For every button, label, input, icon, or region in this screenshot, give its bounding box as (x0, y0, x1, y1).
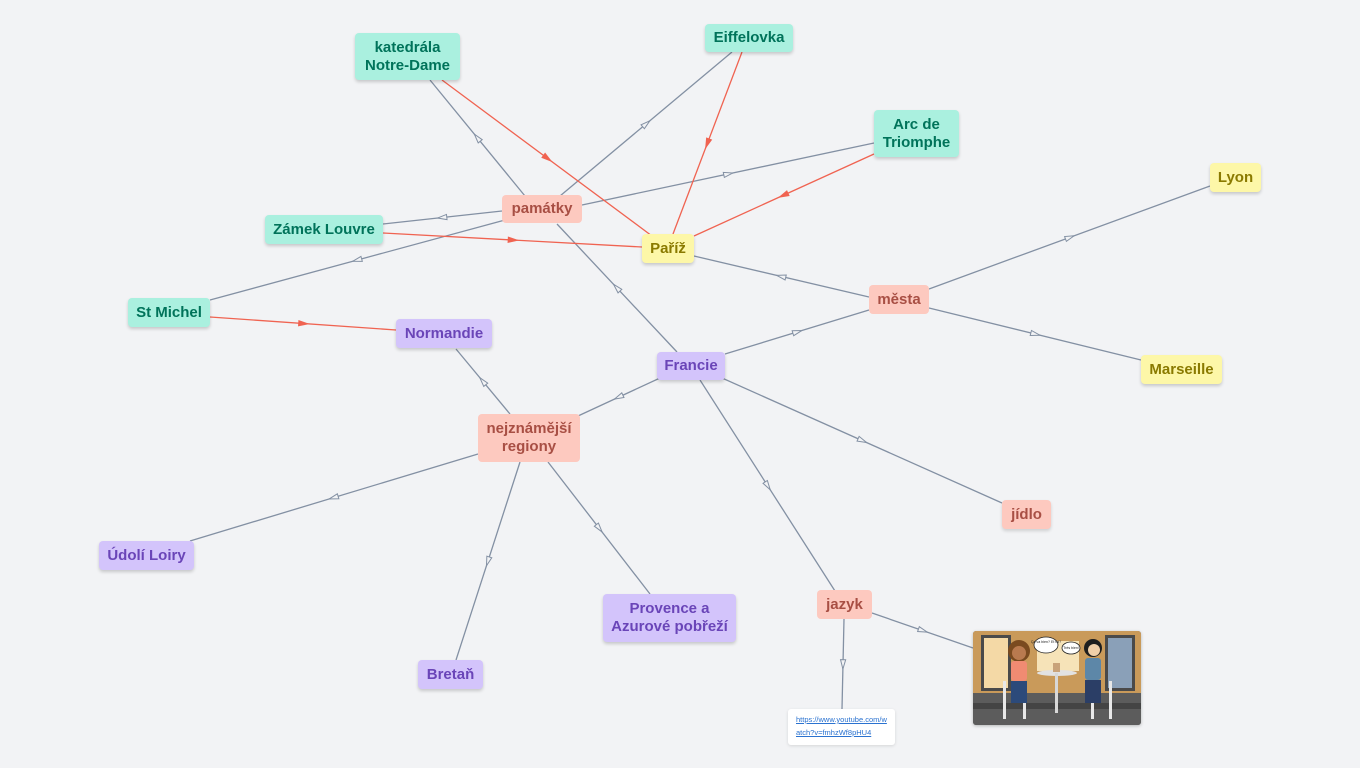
arrow-francie-mesta (791, 329, 804, 337)
youtube-link[interactable]: https://www.youtube.com/watch?v=fmhzWf8p… (796, 715, 887, 737)
node-eiffelovka[interactable]: Eiffelovka (705, 24, 793, 52)
node-marseille[interactable]: Marseille (1141, 355, 1222, 384)
arrow-jazyk-link (839, 659, 847, 671)
arrow-regiony-bretan (485, 555, 493, 568)
node-lyon[interactable]: Lyon (1210, 163, 1261, 192)
node-udoli-loiry[interactable]: Údolí Loiry (99, 541, 194, 570)
arrow-francie-jidlo (856, 435, 869, 444)
node-provence[interactable]: Provence a Azurové pobřeží (603, 594, 736, 642)
arrow-francie-regiony (612, 392, 625, 400)
edge-louvre-pariz (382, 232, 643, 248)
edge-pamatky-louvre (382, 210, 503, 225)
arrow-pamatky-arc (722, 171, 735, 179)
arrow-francie-pamatky (612, 282, 623, 294)
comic-image[interactable]: Ça va bien? Et toi? Très bien! (973, 631, 1141, 725)
edge-francie-jidlo (721, 377, 1003, 504)
edge-jazyk-comic (871, 612, 974, 649)
edge-regiony-provence (547, 461, 651, 595)
edge-francie-mesta (724, 309, 870, 355)
arrow-pamatky-louvre (435, 213, 448, 221)
node-notre-dame[interactable]: katedrála Notre-Dame (355, 33, 460, 80)
node-mesta[interactable]: města (869, 285, 929, 314)
arrow-mesta-lyon (1063, 235, 1076, 243)
edge-mesta-lyon (928, 185, 1211, 290)
edge-arc-pariz (693, 153, 875, 237)
node-normandie[interactable]: Normandie (396, 319, 492, 348)
arrow-regiony-normandie (478, 376, 489, 388)
edge-regiony-bretan (455, 461, 521, 661)
youtube-link-card[interactable]: https://www.youtube.com/watch?v=fmhzWf8p… (788, 709, 895, 745)
node-arc-de-triomphe[interactable]: Arc de Triomphe (874, 110, 959, 157)
arrow-pamatky-st-michel (350, 255, 363, 262)
edge-francie-jazyk (699, 379, 836, 592)
cafe-conversation-illustration: Ça va bien? Et toi? Très bien! (973, 631, 1141, 725)
arrow-eiffelovka-pariz (705, 137, 713, 150)
arrow-jazyk-comic (916, 625, 929, 633)
arrow-regiony-loira (327, 493, 340, 500)
node-jidlo[interactable]: jídlo (1002, 500, 1051, 529)
arrow-st-michel-normandie (298, 319, 310, 327)
node-st-michel[interactable]: St Michel (128, 298, 210, 327)
edge-regiony-loira (189, 453, 479, 542)
edge-pamatky-arc (581, 142, 875, 206)
arrow-mesta-marseille (1029, 329, 1042, 337)
node-pariz[interactable]: Paříž (642, 234, 694, 263)
edge-mesta-marseille (928, 307, 1142, 361)
arrow-louvre-pariz (507, 236, 520, 243)
edge-jazyk-link (841, 618, 845, 710)
edge-eiffelovka-pariz (672, 51, 743, 235)
node-zamek-louvre[interactable]: Zámek Louvre (265, 215, 383, 244)
edge-st-michel-normandie (209, 316, 397, 331)
arrow-regiony-provence (593, 522, 604, 534)
arrow-pamatky-notre-dame (473, 132, 484, 144)
node-pamatky[interactable]: památky (502, 195, 582, 223)
node-jazyk[interactable]: jazyk (817, 590, 872, 619)
edge-pamatky-eiffelovka (559, 51, 733, 197)
edge-francie-regiony (577, 377, 661, 417)
edge-pamatky-notre-dame (429, 79, 526, 197)
edge-regiony-normandie (455, 348, 511, 415)
bubble-right-text: Très bien! (1063, 646, 1079, 650)
bubble-left-text: Ça va bien? Et toi? (1031, 640, 1061, 644)
node-regiony[interactable]: nejznámější regiony (478, 414, 580, 462)
node-bretan[interactable]: Bretaň (418, 660, 483, 689)
arrow-francie-jazyk (762, 479, 772, 492)
arrow-pamatky-eiffelovka (640, 119, 652, 130)
arrow-arc-pariz (777, 190, 790, 198)
arrow-mesta-pariz (774, 274, 787, 281)
arrow-notre-dame-pariz (541, 152, 553, 163)
edge-mesta-pariz (693, 255, 870, 298)
node-francie[interactable]: Francie (657, 352, 725, 380)
